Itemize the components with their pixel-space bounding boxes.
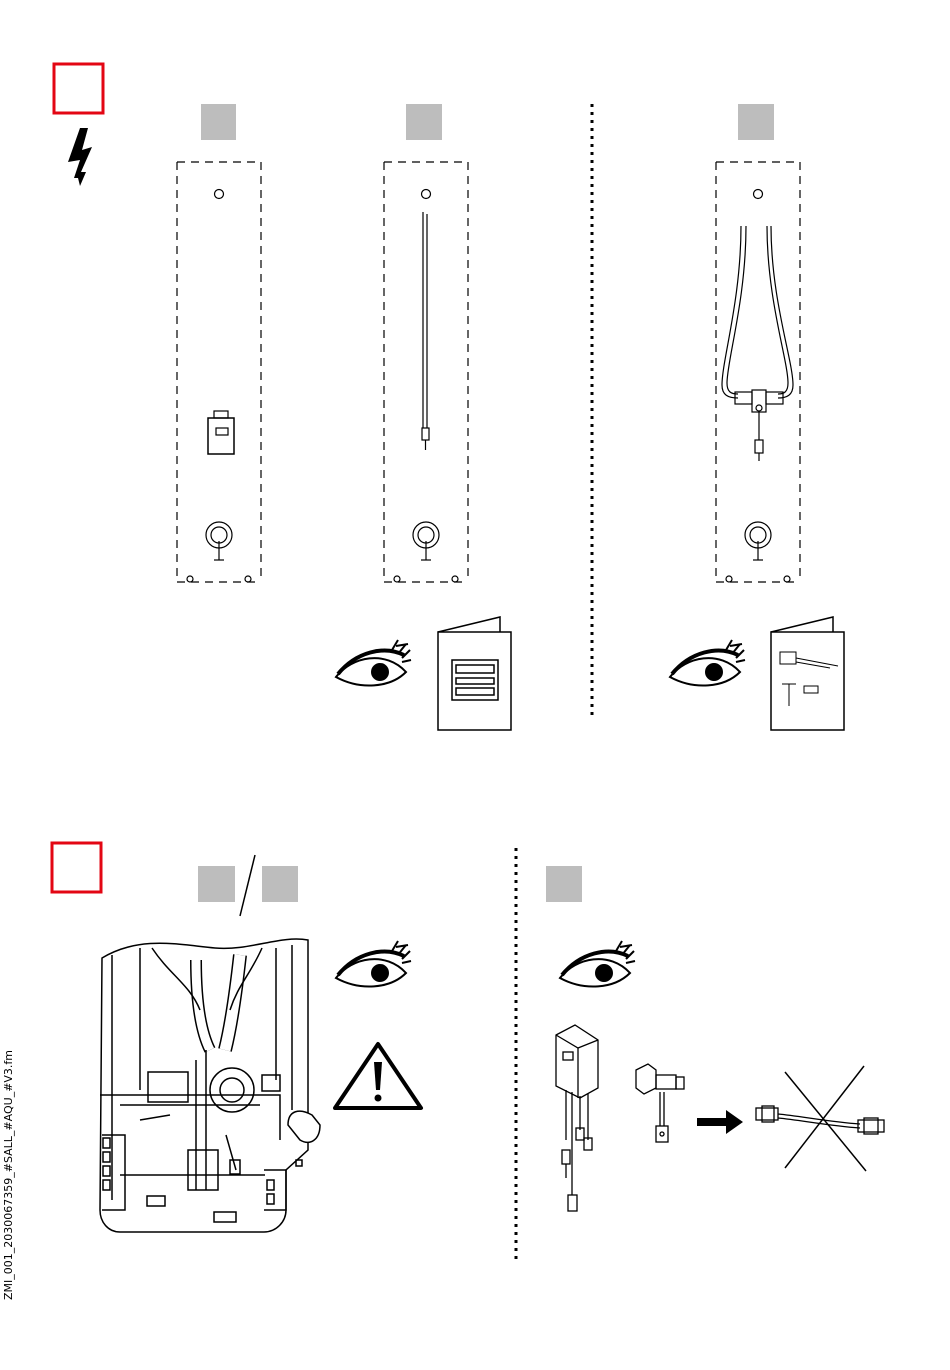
control-module-icon [556, 1025, 598, 1211]
eye-icon [670, 640, 745, 686]
cross-out-icon [785, 1066, 866, 1171]
variant-box-c [738, 104, 774, 140]
variant-box-b [406, 104, 442, 140]
eye-icon [560, 941, 635, 987]
arrow-right-icon [697, 1110, 743, 1134]
panel-c [716, 162, 800, 582]
eye-icon [336, 640, 411, 686]
variant-box-b2 [262, 866, 298, 902]
single-cable-icon [422, 212, 429, 450]
manual-booklet-icon [438, 617, 511, 730]
step-1-box [54, 64, 103, 113]
variant-box-a [201, 104, 236, 140]
lightning-warning-icon [68, 128, 92, 186]
variant-separator [240, 855, 255, 916]
variant-box-a2 [198, 866, 235, 902]
y-cable-icon [722, 226, 793, 461]
t-connector-icon [636, 1064, 684, 1142]
valve-handle-c [745, 522, 771, 560]
eye-icon [336, 941, 411, 987]
valve-housing-illustration [100, 939, 320, 1232]
valve-handle-b [413, 522, 439, 560]
panel-a [177, 162, 261, 582]
valve-handle-a [206, 522, 232, 560]
manual-booklet-icon [771, 617, 844, 730]
control-box-icon [208, 411, 234, 454]
footer-file-label: ZMI_001_2030067359_#SALL_#AQU_#V3.fm [2, 980, 16, 1300]
step-2-box [52, 843, 101, 892]
warning-triangle-icon [335, 1044, 421, 1108]
variant-box-c2 [546, 866, 582, 902]
din-rail-module-icon [452, 660, 498, 700]
extension-cable-icon [756, 1106, 884, 1134]
panel-b [384, 162, 468, 582]
